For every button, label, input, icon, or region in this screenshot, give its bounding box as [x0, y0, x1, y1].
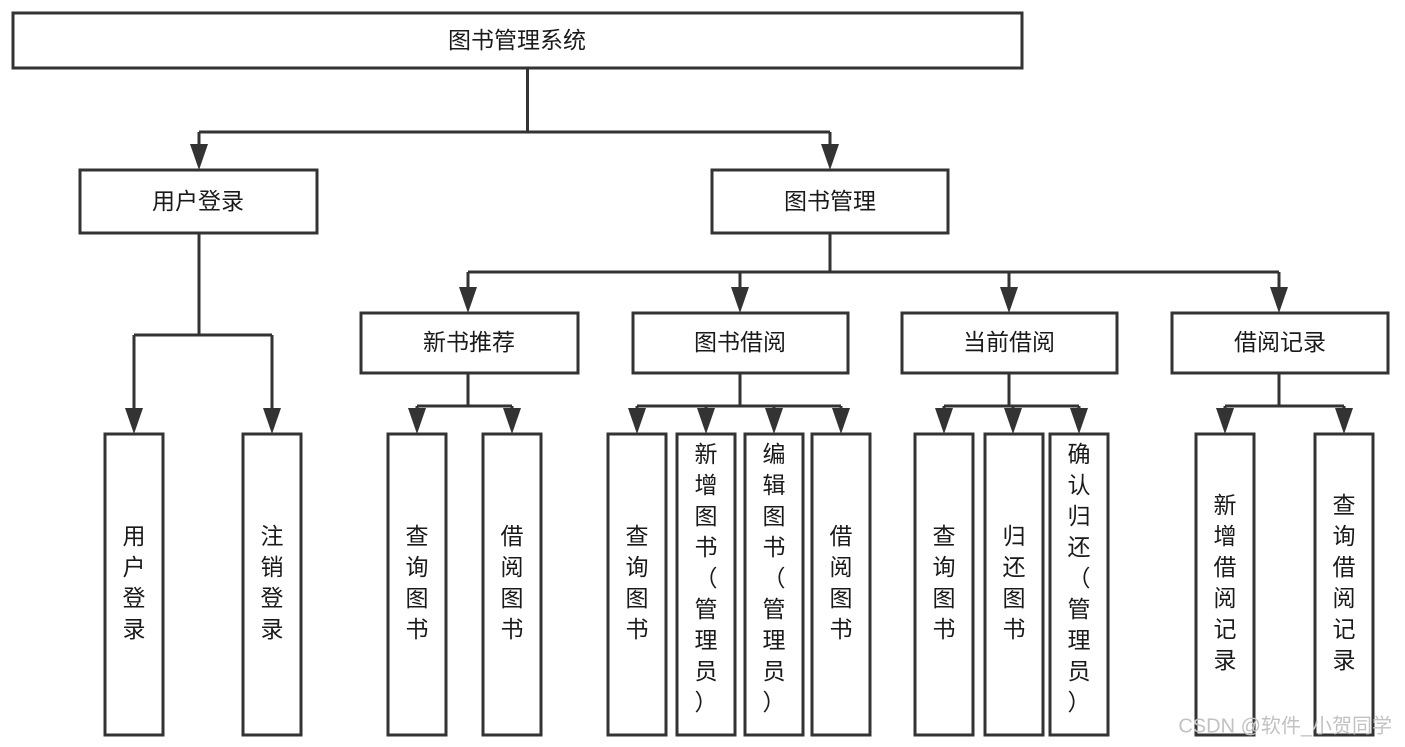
- leaf-node[interactable]: 新增图书（管理员）: [675, 432, 737, 737]
- leaf-node[interactable]: 借阅图书: [481, 432, 543, 737]
- leaf-node[interactable]: 注销登录: [241, 432, 303, 737]
- leaf-bookborrow-edit-box[interactable]: [743, 432, 805, 737]
- leaf-user-login-label: 用户登录: [123, 523, 146, 642]
- node-root-label: 图书管理系统: [448, 27, 586, 53]
- leaf-bookborrow-borrow-label: 借阅图书: [830, 523, 853, 642]
- arrow-head-bookborrow-l4: [832, 408, 850, 434]
- node-borrow-record[interactable]: 借阅记录: [1170, 311, 1390, 375]
- leaf-node[interactable]: 归还图书: [983, 432, 1045, 737]
- leaf-logout-box[interactable]: [241, 432, 303, 737]
- arrow-head-bookmgmt-c2: [731, 287, 749, 313]
- leaf-currentborrow-confirm-box[interactable]: [1048, 432, 1110, 737]
- leaf-user-login-box[interactable]: [103, 432, 165, 737]
- node-book-management-label: 图书管理: [784, 188, 876, 214]
- node-user-login-box[interactable]: [78, 168, 319, 235]
- arrow-head-newbook-l2: [503, 408, 521, 434]
- arrow-head-newbook-l1: [408, 408, 426, 434]
- leaf-bookborrow-query-box[interactable]: [606, 432, 668, 737]
- leaf-node[interactable]: 确认归还（管理员）: [1048, 432, 1110, 737]
- arrow-head-bookborrow-l2: [697, 408, 715, 434]
- leaf-currentborrow-return-label: 归还图书: [1003, 523, 1026, 642]
- node-user-login-label: 用户登录: [152, 188, 244, 214]
- leaf-bookborrow-borrow-box[interactable]: [810, 432, 872, 737]
- leaf-bookborrow-add-label: 新增图书（管理员）: [695, 441, 718, 715]
- watermark-label: CSDN @软件_小贺同学: [1178, 714, 1392, 737]
- leaf-currentborrow-query-label: 查询图书: [933, 523, 956, 642]
- leaf-logout-label: 注销登录: [261, 523, 284, 642]
- arrow-head-borrowrecord-l2: [1335, 408, 1353, 434]
- node-borrow-record-label: 借阅记录: [1234, 329, 1326, 355]
- node-new-book-recommend-box[interactable]: [359, 311, 580, 375]
- connector-group-new-book: [408, 373, 521, 434]
- connector-group-user-login: [125, 233, 281, 434]
- arrow-head-currentborrow-l1: [935, 408, 953, 434]
- leaf-node[interactable]: 借阅图书: [810, 432, 872, 737]
- node-root[interactable]: 图书管理系统: [11, 11, 1024, 70]
- leaf-node[interactable]: 新增借阅记录: [1194, 432, 1256, 737]
- node-current-borrow[interactable]: 当前借阅: [900, 311, 1119, 375]
- node-user-login[interactable]: 用户登录: [78, 168, 319, 235]
- node-book-management-box[interactable]: [710, 168, 950, 235]
- node-new-book-recommend[interactable]: 新书推荐: [359, 311, 580, 375]
- leaf-node[interactable]: 查询借阅记录: [1313, 432, 1375, 737]
- leaf-borrowrecord-add-box[interactable]: [1194, 432, 1256, 737]
- leaf-bookborrow-edit-label: 编辑图书（管理员）: [763, 441, 786, 715]
- arrow-head-currentborrow-l2: [1004, 408, 1022, 434]
- arrow-head-root-to-login: [190, 144, 208, 170]
- node-book-borrow[interactable]: 图书借阅: [631, 311, 850, 375]
- leaf-node[interactable]: 用户登录: [103, 432, 165, 737]
- leaf-newbook-borrow-box[interactable]: [481, 432, 543, 737]
- connector-group-root: [190, 68, 839, 170]
- leaf-currentborrow-query-box[interactable]: [913, 432, 975, 737]
- node-borrow-record-box[interactable]: [1170, 311, 1390, 375]
- leaf-node[interactable]: 查询图书: [913, 432, 975, 737]
- arrow-head-login-leaf1: [125, 408, 143, 434]
- leaf-newbook-query-box[interactable]: [386, 432, 448, 737]
- node-book-borrow-label: 图书借阅: [694, 329, 786, 355]
- leaf-currentborrow-confirm-label: 确认归还（管理员）: [1068, 441, 1091, 715]
- leaf-node[interactable]: 查询图书: [606, 432, 668, 737]
- node-book-borrow-box[interactable]: [631, 311, 850, 375]
- leaf-bookborrow-add-box[interactable]: [675, 432, 737, 737]
- leaf-borrowrecord-query-label: 查询借阅记录: [1333, 492, 1356, 673]
- leaf-borrowrecord-query-box[interactable]: [1313, 432, 1375, 737]
- node-current-borrow-label: 当前借阅: [963, 329, 1055, 355]
- connector-group-borrow-record: [1216, 373, 1353, 434]
- arrow-head-bookborrow-l1: [628, 408, 646, 434]
- arrow-head-bookborrow-l3: [765, 408, 783, 434]
- connector-group-book-borrow: [628, 373, 850, 434]
- leaf-currentborrow-return-box[interactable]: [983, 432, 1045, 737]
- node-current-borrow-box[interactable]: [900, 311, 1119, 375]
- leaf-borrowrecord-add-label: 新增借阅记录: [1214, 492, 1237, 673]
- leaf-newbook-query-label: 查询图书: [406, 523, 429, 642]
- arrow-head-bookmgmt-c3: [1000, 287, 1018, 313]
- connector-group-book-management: [459, 233, 1288, 313]
- arrow-head-bookmgmt-c4: [1270, 287, 1288, 313]
- leaf-newbook-borrow-label: 借阅图书: [501, 523, 524, 642]
- leaf-bookborrow-query-label: 查询图书: [626, 523, 649, 642]
- node-book-management[interactable]: 图书管理: [710, 168, 950, 235]
- leaf-node[interactable]: 查询图书: [386, 432, 448, 737]
- arrow-head-currentborrow-l3: [1070, 408, 1088, 434]
- arrow-head-borrowrecord-l1: [1216, 408, 1234, 434]
- connector-group-current-borrow: [935, 373, 1088, 434]
- node-new-book-recommend-label: 新书推荐: [423, 329, 515, 355]
- arrow-head-root-to-bookmgmt: [821, 144, 839, 170]
- node-root-box[interactable]: [11, 11, 1024, 70]
- arrow-head-login-leaf2: [263, 408, 281, 434]
- leaf-node[interactable]: 编辑图书（管理员）: [743, 432, 805, 737]
- arrow-head-bookmgmt-c1: [459, 287, 477, 313]
